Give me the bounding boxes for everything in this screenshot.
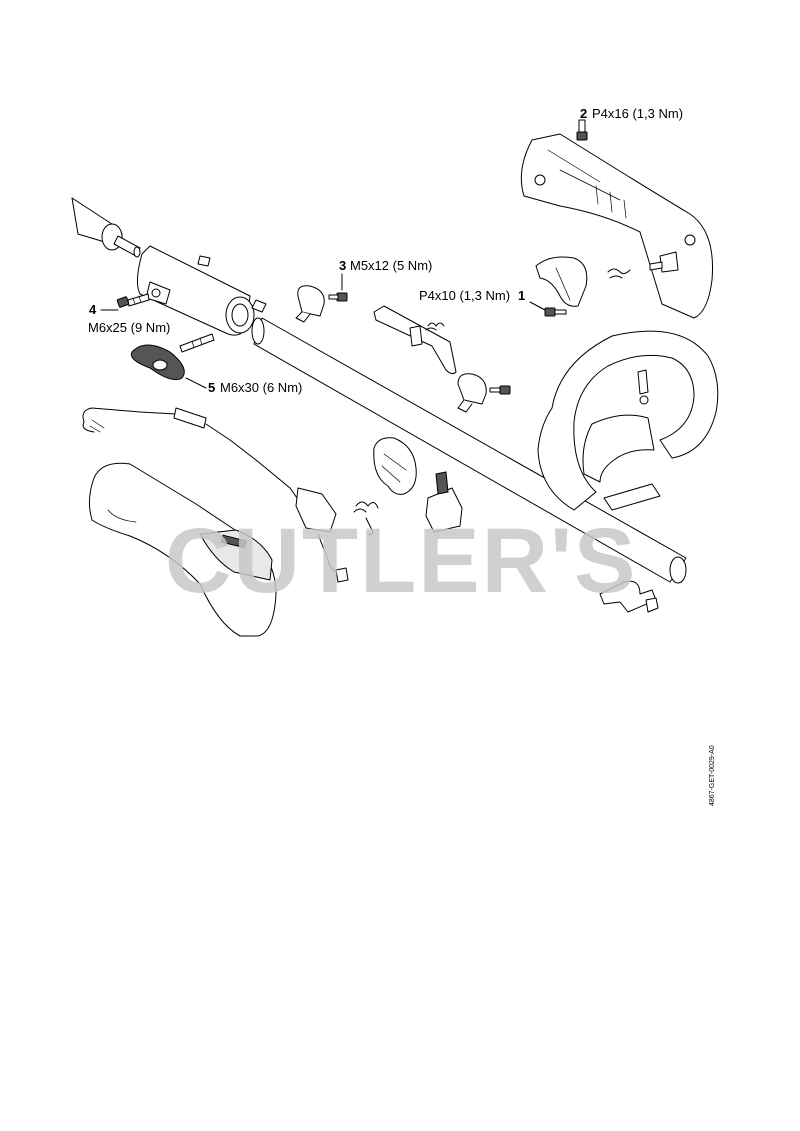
callout-3-spec: M5x12 (5 Nm) bbox=[350, 258, 432, 273]
drive-tube-section bbox=[71, 197, 141, 258]
callout-1-number: 1 bbox=[518, 288, 525, 303]
screw-1 bbox=[544, 307, 567, 317]
knob-with-screw-5 bbox=[130, 333, 215, 381]
lower-clamp bbox=[599, 580, 659, 613]
control-handle-housing bbox=[520, 133, 714, 319]
screw-2 bbox=[576, 119, 588, 141]
shaft-clamp-upper bbox=[295, 285, 325, 323]
callout-2: 2 P4x16 (1,3 Nm) bbox=[580, 106, 683, 121]
callout-3-number: 3 bbox=[339, 258, 346, 273]
loop-handle bbox=[537, 330, 719, 511]
switch-bracket bbox=[373, 437, 417, 495]
screw-4 bbox=[116, 293, 150, 308]
callout-5-spec: M6x30 (6 Nm) bbox=[220, 380, 302, 395]
callout-2-number: 2 bbox=[580, 106, 587, 121]
handle-spring bbox=[607, 268, 631, 279]
wiring-harness bbox=[82, 407, 349, 583]
stop-switch bbox=[425, 471, 463, 533]
handle-insert bbox=[535, 256, 588, 307]
handle-shell bbox=[88, 462, 277, 637]
torsion-spring bbox=[353, 501, 379, 535]
watermark: CUTLER'S bbox=[165, 510, 637, 612]
callout-1-spec: P4x10 (1,3 Nm) bbox=[419, 288, 510, 303]
callout-1: P4x10 (1,3 Nm) 1 bbox=[419, 288, 546, 311]
callout-5: 5 M6x30 (6 Nm) bbox=[185, 377, 302, 395]
callout-4: 4 M6x25 (9 Nm) bbox=[88, 302, 170, 335]
callout-5-number: 5 bbox=[208, 380, 215, 395]
shaft-clamp-lower bbox=[457, 373, 487, 413]
callout-4-number: 4 bbox=[89, 302, 97, 317]
drawing-code: 4867-GET-0029-A0 bbox=[709, 745, 716, 806]
throttle-lever bbox=[373, 305, 457, 375]
clamp-housing bbox=[136, 245, 267, 336]
callout-2-spec: P4x16 (1,3 Nm) bbox=[592, 106, 683, 121]
shaft-screw bbox=[489, 385, 511, 395]
lever-spring bbox=[425, 322, 445, 331]
callout-3: 3 M5x12 (5 Nm) bbox=[339, 258, 432, 291]
screw-3 bbox=[328, 292, 348, 302]
callout-4-spec: M6x25 (9 Nm) bbox=[88, 320, 170, 335]
